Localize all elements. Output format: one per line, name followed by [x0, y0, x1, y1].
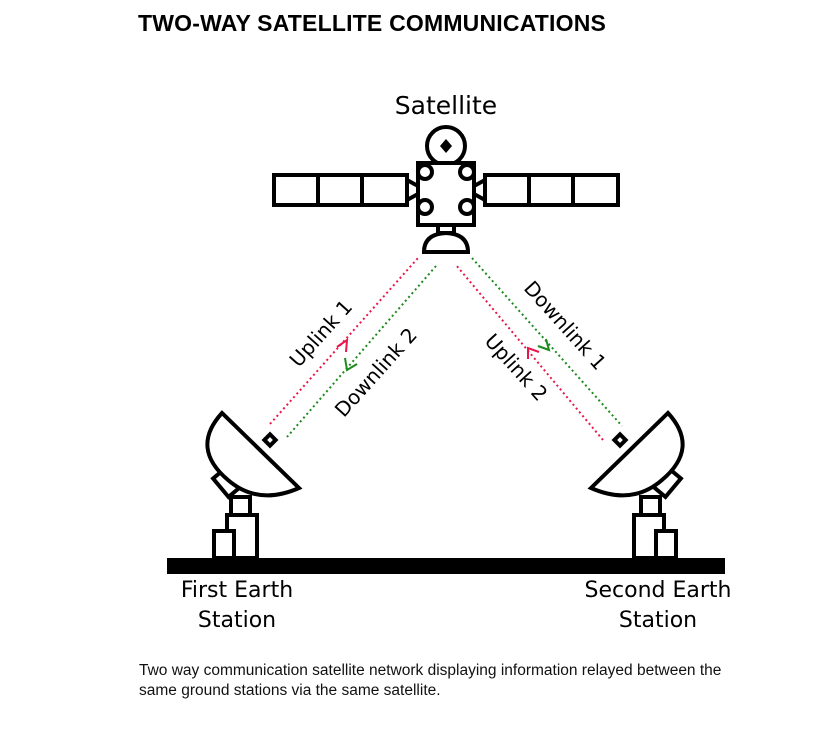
satellite-icon: [272, 125, 620, 254]
second-earth-station-label-line2: Station: [619, 608, 697, 633]
diagram-caption: Two way communication satellite network …: [139, 662, 722, 699]
uplink-2-arrow: [527, 346, 540, 359]
first-earth-station-icon: [205, 410, 303, 560]
downlink-1-arrow: [537, 338, 551, 352]
second-earth-station-label-line1: Second Earth: [585, 578, 732, 603]
first-earth-station-label-line2: Station: [198, 608, 276, 633]
diagram-title: TWO-WAY SATELLITE COMMUNICATIONS: [138, 10, 607, 36]
uplink-1-arrow: [336, 337, 349, 353]
satellite-label: Satellite: [395, 91, 497, 120]
ground-line: [167, 558, 725, 574]
satellite-diagram: Satellite: [167, 91, 732, 633]
downlink-2-arrow: [344, 357, 358, 372]
uplink-2-path: [455, 264, 604, 441]
second-earth-station-icon: [587, 410, 685, 560]
first-earth-station-label-line1: First Earth: [181, 578, 293, 603]
